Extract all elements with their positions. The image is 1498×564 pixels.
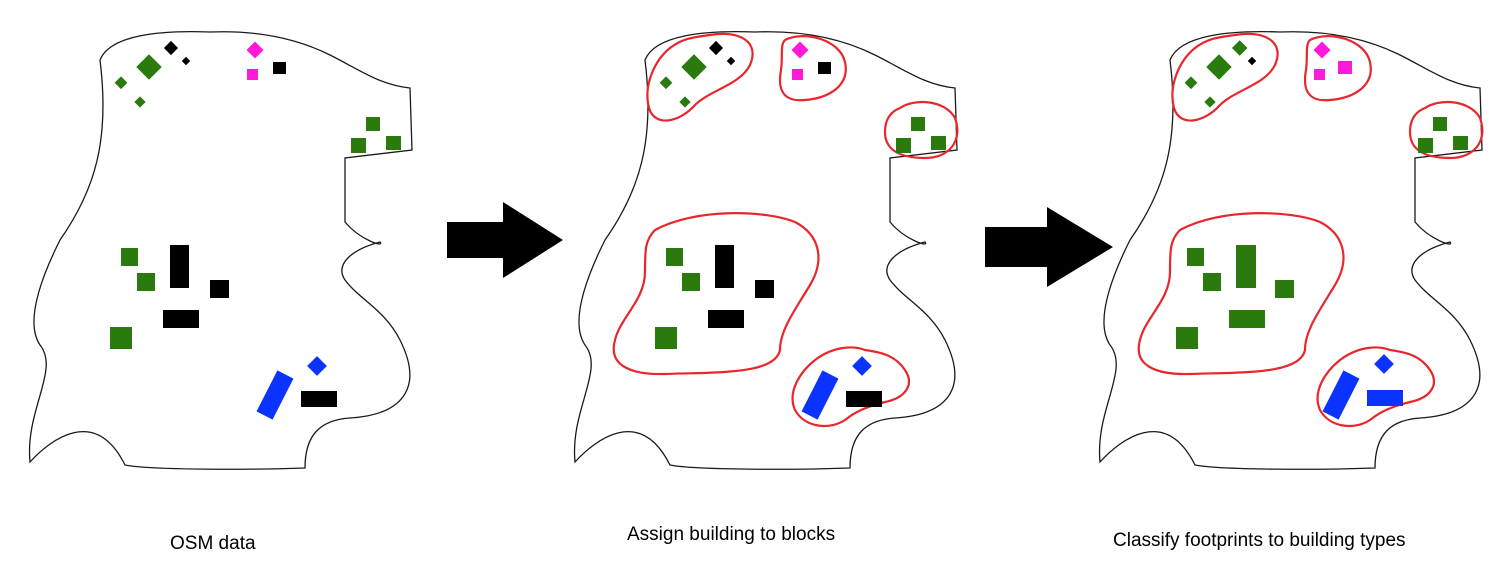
building-black — [708, 40, 724, 56]
building-magenta — [247, 69, 258, 80]
building-green — [1453, 136, 1468, 150]
building-green — [1187, 248, 1204, 266]
building-black — [708, 310, 744, 328]
building-green — [659, 76, 673, 90]
building-black — [301, 391, 337, 407]
block-boundary — [1303, 35, 1372, 102]
building-black — [846, 391, 882, 407]
building-green — [1176, 327, 1198, 349]
building-magenta — [1313, 41, 1331, 59]
building-blue — [852, 356, 872, 376]
building-black — [163, 310, 199, 328]
building-blue — [1322, 370, 1360, 420]
area-outline — [573, 30, 958, 470]
building-green — [121, 248, 138, 266]
building-green — [1204, 96, 1216, 108]
building-green — [1184, 76, 1198, 90]
block-boundary — [1137, 212, 1345, 376]
building-black — [755, 280, 774, 298]
building-green — [931, 136, 946, 150]
building-green — [386, 136, 401, 150]
step-caption-classify-footprints: Classify footprints to building types — [1113, 530, 1406, 551]
building-black — [273, 62, 286, 74]
building-black — [163, 40, 179, 56]
block-boundary — [1408, 101, 1484, 160]
building-magenta — [791, 41, 809, 59]
building-black — [210, 280, 229, 298]
building-green — [1236, 245, 1256, 288]
building-green — [1418, 138, 1433, 153]
step-caption-assign-blocks: Assign building to blocks — [627, 524, 836, 545]
block-boundary — [883, 101, 959, 160]
building-green — [679, 96, 691, 108]
building-black — [818, 62, 831, 74]
building-green — [896, 138, 911, 153]
building-green — [1275, 280, 1294, 298]
building-green — [136, 54, 162, 80]
building-blue — [1374, 354, 1394, 374]
panel-osm-data — [28, 30, 413, 470]
building-green — [682, 273, 700, 291]
building-green — [134, 96, 146, 108]
building-footprints — [655, 40, 946, 420]
area-outline — [1098, 30, 1483, 470]
building-black — [726, 56, 736, 66]
building-magenta — [1314, 69, 1325, 80]
building-footprints — [110, 40, 401, 420]
building-green — [351, 138, 366, 153]
block-boundary — [791, 346, 910, 428]
building-magenta — [246, 41, 264, 59]
block-boundaries — [1137, 32, 1484, 428]
building-black — [715, 245, 734, 288]
panel-classify-footprints — [1098, 30, 1484, 470]
block-boundary — [612, 212, 820, 376]
building-blue — [801, 370, 839, 420]
building-blue — [307, 356, 327, 376]
building-green — [911, 117, 925, 131]
building-green — [366, 117, 380, 131]
building-blue — [256, 370, 294, 420]
block-boundaries — [612, 32, 959, 428]
block-boundary — [778, 35, 847, 102]
building-green — [110, 327, 132, 349]
step-caption-osm-data: OSM data — [170, 533, 256, 554]
building-green — [655, 327, 677, 349]
building-black — [181, 56, 191, 66]
building-green — [137, 273, 155, 291]
building-green — [1231, 40, 1248, 56]
building-green — [1229, 310, 1265, 328]
building-magenta — [792, 69, 803, 80]
building-black — [1247, 56, 1257, 66]
building-green — [666, 248, 683, 266]
building-magenta — [1338, 61, 1352, 74]
right-arrow-icon — [447, 202, 563, 278]
panel-assign-blocks — [573, 30, 959, 470]
block-boundary — [1316, 346, 1435, 428]
area-outline — [28, 30, 413, 470]
building-blue — [1367, 390, 1403, 406]
building-black — [170, 245, 189, 288]
building-green — [681, 54, 707, 80]
block-boundary — [646, 32, 754, 122]
right-arrow-icon — [985, 207, 1113, 287]
building-green — [1203, 273, 1221, 291]
block-boundary — [1171, 32, 1279, 122]
building-green — [1433, 117, 1447, 131]
building-green — [114, 76, 128, 90]
building-green — [1206, 54, 1232, 80]
